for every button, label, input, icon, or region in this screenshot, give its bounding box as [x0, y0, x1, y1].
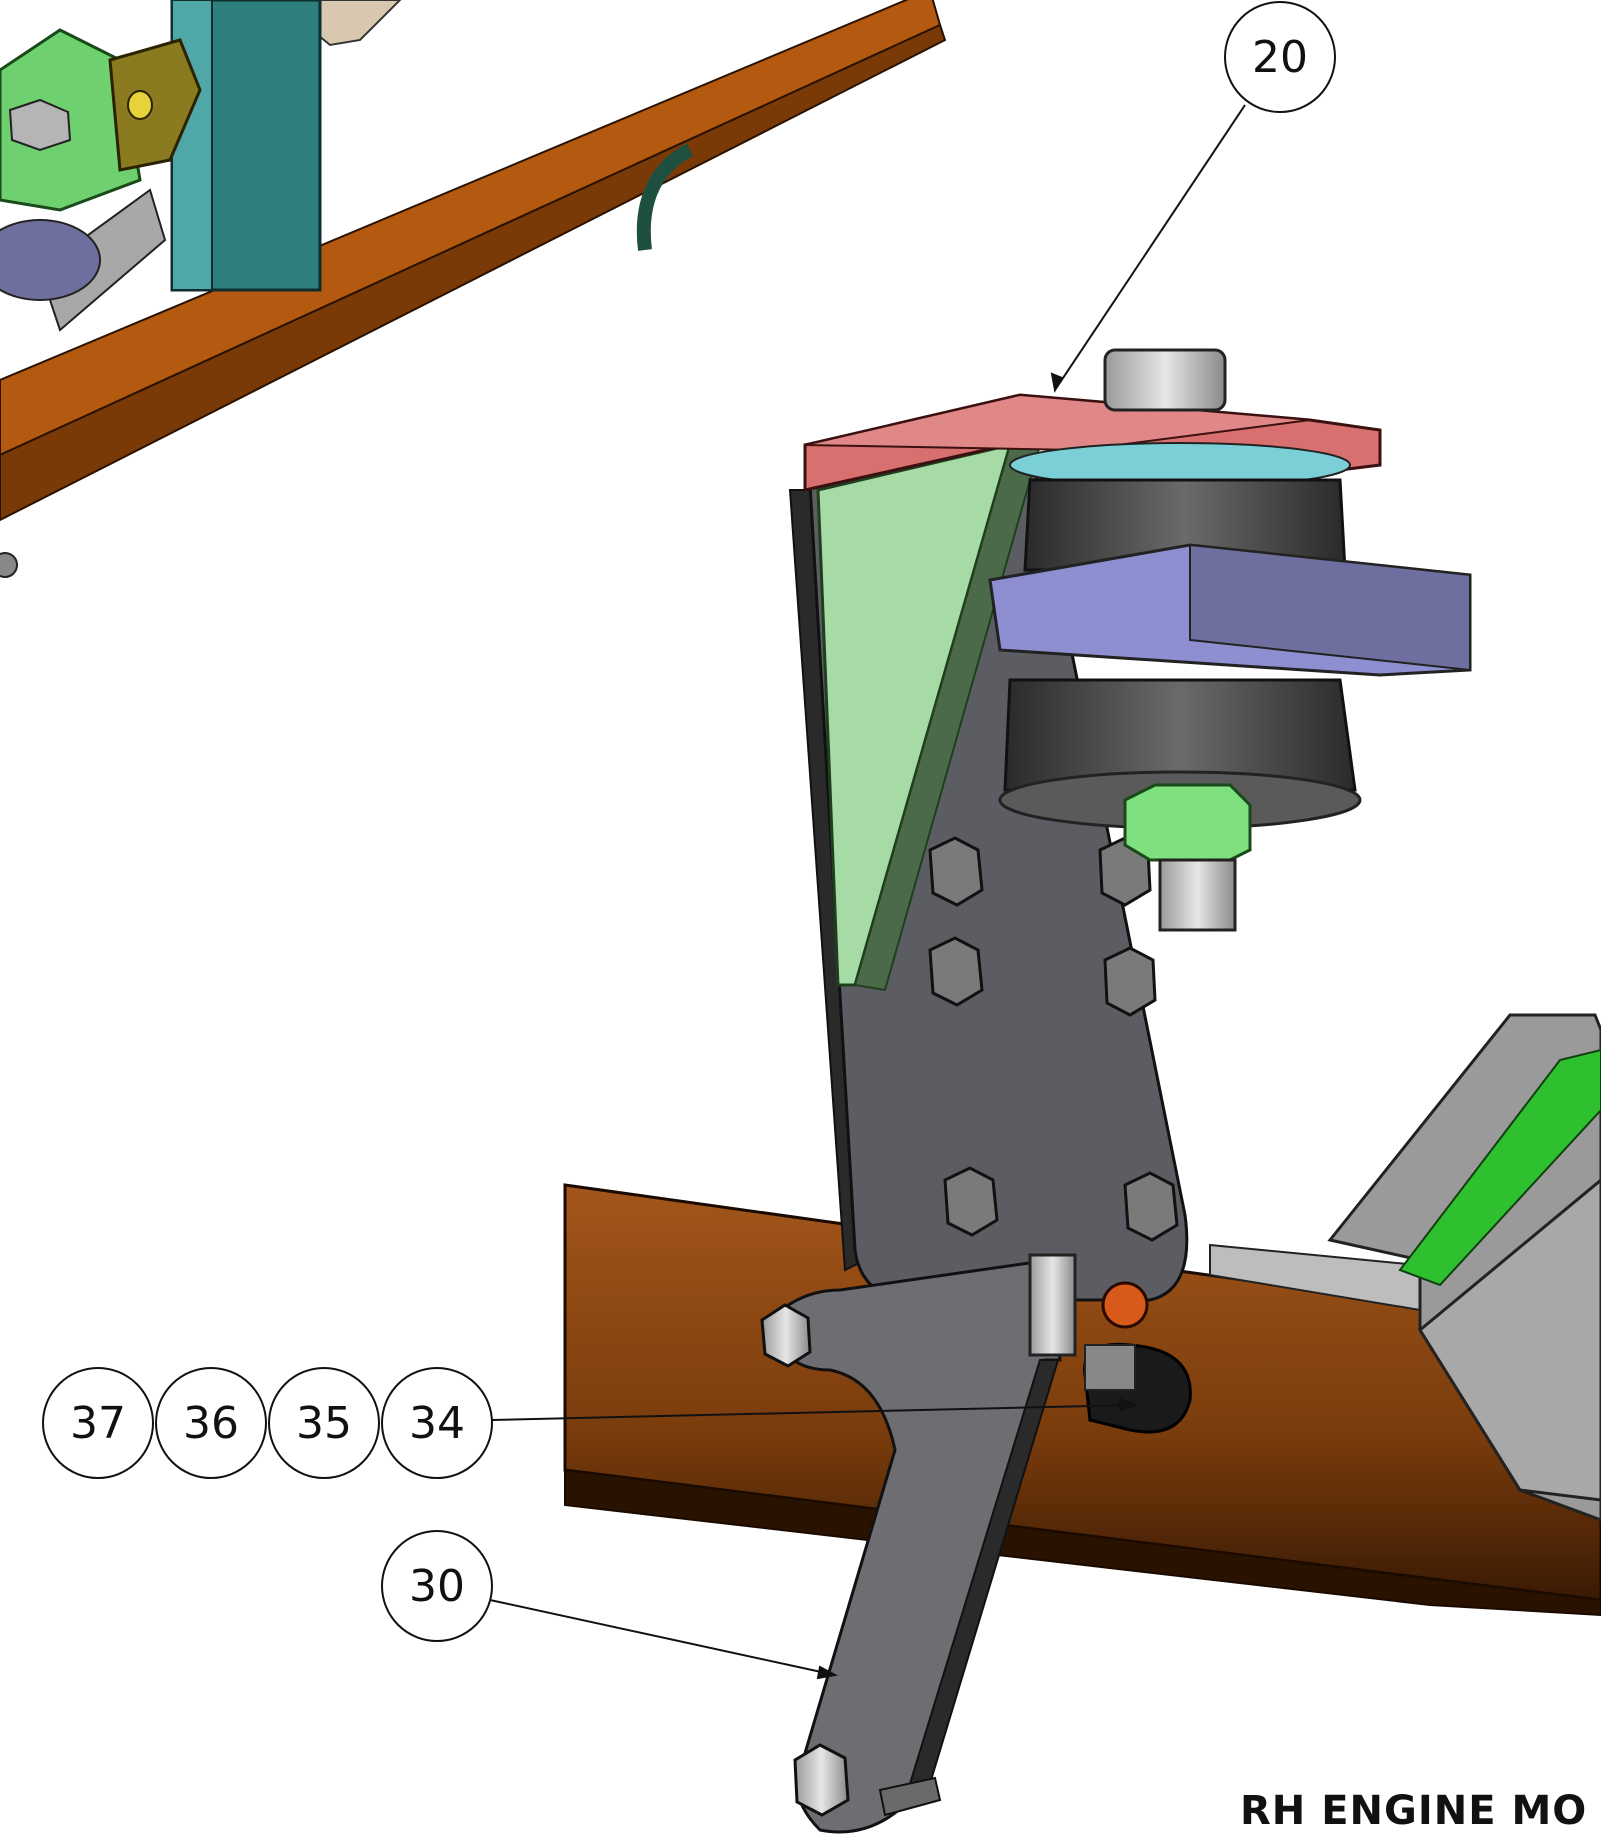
- bracket-bolt-icon: [1123, 1171, 1179, 1242]
- lower-nut-green-icon: [1123, 783, 1252, 862]
- upper-nut-icon: [8, 98, 72, 152]
- mount-top-plate-assembly: [803, 348, 1472, 932]
- balloon-label: 37: [70, 1398, 126, 1449]
- arrow-head-30: [816, 1665, 839, 1680]
- right-bracket-green-strip: [1398, 1048, 1601, 1287]
- bottom-bolt-thread: [878, 1776, 942, 1817]
- drawing-caption: RH ENGINE MO: [1240, 1788, 1588, 1834]
- bracket-bolt-icon: [1103, 946, 1157, 1017]
- orange-nut-icon: [1101, 1281, 1149, 1329]
- balloon-label: 36: [183, 1398, 239, 1449]
- balloon-circle: [155, 1367, 267, 1479]
- arrow-head-34: [1119, 1397, 1138, 1412]
- stud-thread: [1158, 858, 1237, 932]
- rubber-lower: [1003, 678, 1357, 792]
- bracket-bolt-icon: [928, 936, 984, 1007]
- spacer-block-face: [1189, 543, 1471, 672]
- balloon-circle: [42, 1367, 154, 1479]
- leader-line-20: [1054, 104, 1246, 391]
- clamp-bracket-assembly: [760, 1253, 1192, 1834]
- upper-frame-rail-face: [0, 23, 947, 522]
- balloon-label: 20: [1252, 32, 1308, 83]
- engine-mount-bracket: [788, 442, 1189, 1302]
- balloon-20: 20: [1224, 1, 1336, 113]
- leader-lines: [489, 104, 1246, 1680]
- mount-top-plate-top: [804, 393, 1311, 452]
- arrow-head-20: [1050, 372, 1064, 393]
- balloon-circle: [381, 1530, 493, 1642]
- pivot-bolt-icon: [760, 1303, 812, 1368]
- upper-frame-assembly: [0, 0, 947, 578]
- spacer-tube: [1028, 1253, 1077, 1357]
- main-frame-rail: [563, 1013, 1601, 1617]
- upper-tab-yellow: [108, 38, 202, 172]
- balloon-circle: [1224, 1, 1336, 113]
- balloon-30: 30: [381, 1530, 493, 1642]
- balloon-label: 35: [296, 1398, 352, 1449]
- mount-top-bolt: [1103, 348, 1227, 412]
- balloon-label: 30: [409, 1561, 465, 1612]
- upper-small-bolt-icon: [0, 552, 18, 578]
- bracket-bolt-icon: [928, 836, 984, 907]
- balloon-label: 34: [409, 1398, 465, 1449]
- right-bracket-front-plate: [1418, 1178, 1601, 1502]
- balloon-circle: [381, 1367, 493, 1479]
- upper-rubber: [0, 219, 101, 301]
- leader-line-34: [491, 1404, 1136, 1421]
- hose: [636, 143, 694, 251]
- bottom-bolt-icon: [793, 1743, 850, 1817]
- balloon-36: 36: [155, 1367, 267, 1479]
- bracket-bolt-icon: [943, 1166, 999, 1237]
- upper-tab-hole: [127, 90, 153, 120]
- rail-bottom-shadow: [564, 1468, 1601, 1617]
- balloon-34: 34: [381, 1367, 493, 1479]
- balloon-35: 35: [268, 1367, 380, 1479]
- leader-line-30: [489, 1599, 836, 1676]
- balloon-37: 37: [42, 1367, 154, 1479]
- p-clip-tab: [1084, 1344, 1136, 1391]
- balloon-circle: [268, 1367, 380, 1479]
- upper-green-plate: [0, 28, 142, 212]
